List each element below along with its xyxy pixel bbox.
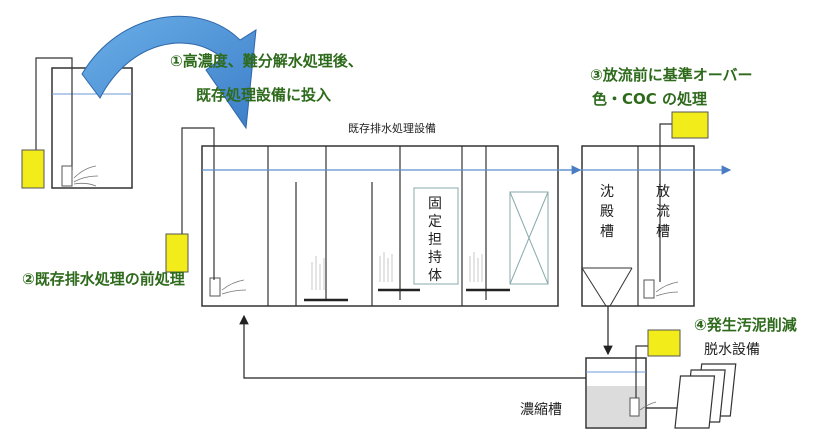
thickener-tank (585, 329, 681, 429)
annotation-step4: ④発生汚泥削減 (694, 316, 797, 334)
settling-char-1: 沈 (600, 184, 614, 200)
treatment-device-box (165, 233, 189, 273)
transfer-arrow (81, 15, 257, 130)
return-line (239, 314, 586, 379)
discharge-char-3: 槽 (656, 224, 670, 240)
pretreatment-unit-top (21, 57, 133, 189)
existing-facility-label: 既存排水処理設備 (348, 121, 436, 135)
settling-char-2: 殿 (600, 204, 614, 220)
annotation-step3-line2: 色・COC の処理 (592, 90, 707, 108)
fixed-carrier-char-1: 固 (428, 196, 442, 212)
thickener-label: 濃縮槽 (520, 402, 562, 418)
fixed-carrier-char-3: 担 (428, 232, 442, 248)
fixed-carrier-char-4: 持 (428, 250, 442, 266)
annotation-step2: ②既存排水処理の前処理 (22, 270, 185, 288)
treatment-device-box (21, 149, 45, 189)
discharge-char-1: 放 (656, 184, 670, 200)
fixed-carrier-char-5: 体 (428, 268, 442, 284)
annotation-step1-line1: ①高濃度、難分解水処理後、 (170, 52, 363, 70)
settling-char-3: 槽 (600, 224, 614, 240)
annotation-step1-line2: 既存処理設備に投入 (196, 86, 331, 104)
fixed-carrier-char-2: 定 (428, 214, 442, 230)
pretreatment-device-2 (165, 127, 215, 280)
annotation-step3-line1: ③放流前に基準オーバー (590, 66, 753, 84)
settling-discharge-tanks (581, 111, 709, 307)
dewatering-equipment (674, 363, 737, 429)
existing-facility (201, 145, 559, 307)
discharge-char-2: 流 (656, 204, 670, 220)
diffuser-device (61, 165, 73, 187)
treatment-device-box (647, 329, 681, 357)
treatment-device-box (671, 111, 709, 139)
dewatering-label: 脱水設備 (704, 342, 760, 358)
